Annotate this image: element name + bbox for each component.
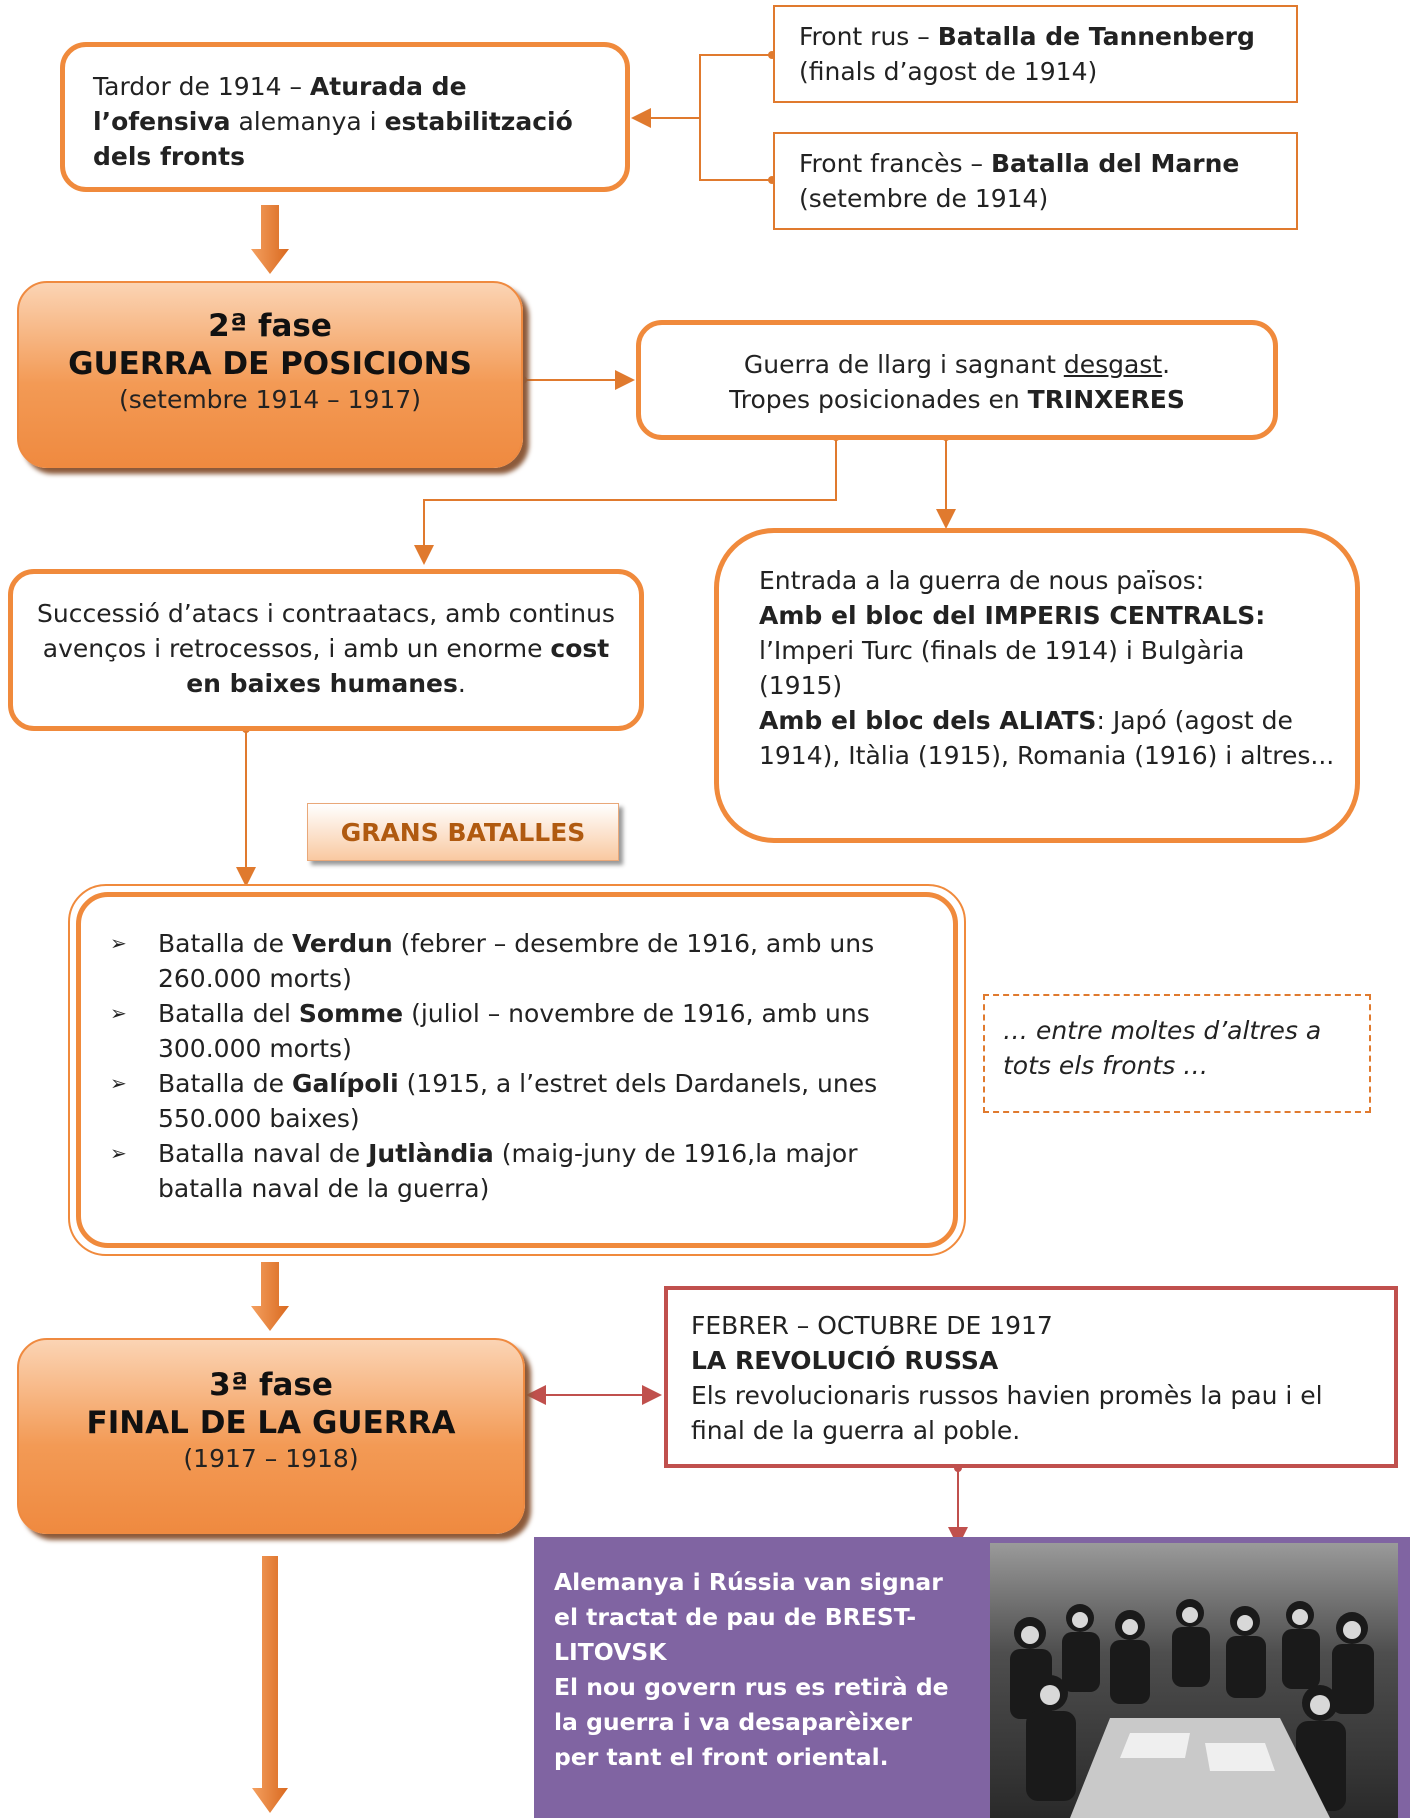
fronts-connector (631, 54, 772, 181)
desgast-atacs-arrow (414, 437, 837, 565)
battle-item: ➢Batalla naval de Jutlàndia (maig-juny d… (82, 1136, 902, 1206)
arrow-bullet-icon: ➢ (110, 1141, 127, 1165)
brest-litovsk-text: Alemanya i Rússia van signar el tractat … (554, 1568, 949, 1771)
treaty-signing-photo (990, 1543, 1398, 1818)
fase3-box: 3ª fase FINAL DE LA GUERRA (1917 – 1918) (17, 1338, 525, 1534)
arrow-bullet-icon: ➢ (110, 1071, 127, 1095)
brest-litovsk-box: Alemanya i Rússia van signar el tractat … (534, 1537, 1410, 1818)
revolucio-box: FEBRER – OCTUBRE DE 1917 LA REVOLUCIÓ RU… (664, 1286, 1398, 1468)
atacs-box: Successió d’atacs i contraatacs, amb con… (8, 569, 644, 731)
battle-item: ➢Batalla de Verdun (febrer – desembre de… (82, 926, 902, 996)
fase1-end-text: Tardor de 1914 – Aturada de l’ofensiva a… (93, 72, 573, 171)
grans-batalles-label: GRANS BATALLES (307, 803, 619, 861)
grans-batalles-box: ➢Batalla de Verdun (febrer – desembre de… (68, 884, 966, 1256)
altres-box: … entre moltes d’altres a tots els front… (983, 994, 1371, 1113)
fase2-box: 2ª fase GUERRA DE POSICIONS (setembre 19… (17, 281, 523, 468)
down-arrow-long-icon (252, 1556, 288, 1813)
desgast-box: Guerra de llarg i sagnant desgast. Trope… (636, 320, 1278, 440)
down-arrow-icon (251, 1262, 289, 1331)
down-arrow-icon (251, 205, 289, 274)
atacs-text: Successió d’atacs i contraatacs, amb con… (37, 599, 615, 698)
battle-list: ➢Batalla de Verdun (febrer – desembre de… (82, 926, 902, 1206)
battle-item: ➢Batalla del Somme (juliol – novembre de… (82, 996, 902, 1066)
front-frances-box: Front francès – Batalla del Marne (setem… (773, 132, 1298, 230)
fase1-end-box: Tardor de 1914 – Aturada de l’ofensiva a… (60, 42, 630, 192)
battle-item: ➢Batalla de Galípoli (1915, a l’estret d… (82, 1066, 902, 1136)
arrow-bullet-icon: ➢ (110, 931, 127, 955)
nous-paisos-box: Entrada a la guerra de nous països: Amb … (714, 528, 1360, 843)
front-rus-box: Front rus – Batalla de Tannenberg (final… (773, 5, 1298, 103)
arrow-bullet-icon: ➢ (110, 1001, 127, 1025)
